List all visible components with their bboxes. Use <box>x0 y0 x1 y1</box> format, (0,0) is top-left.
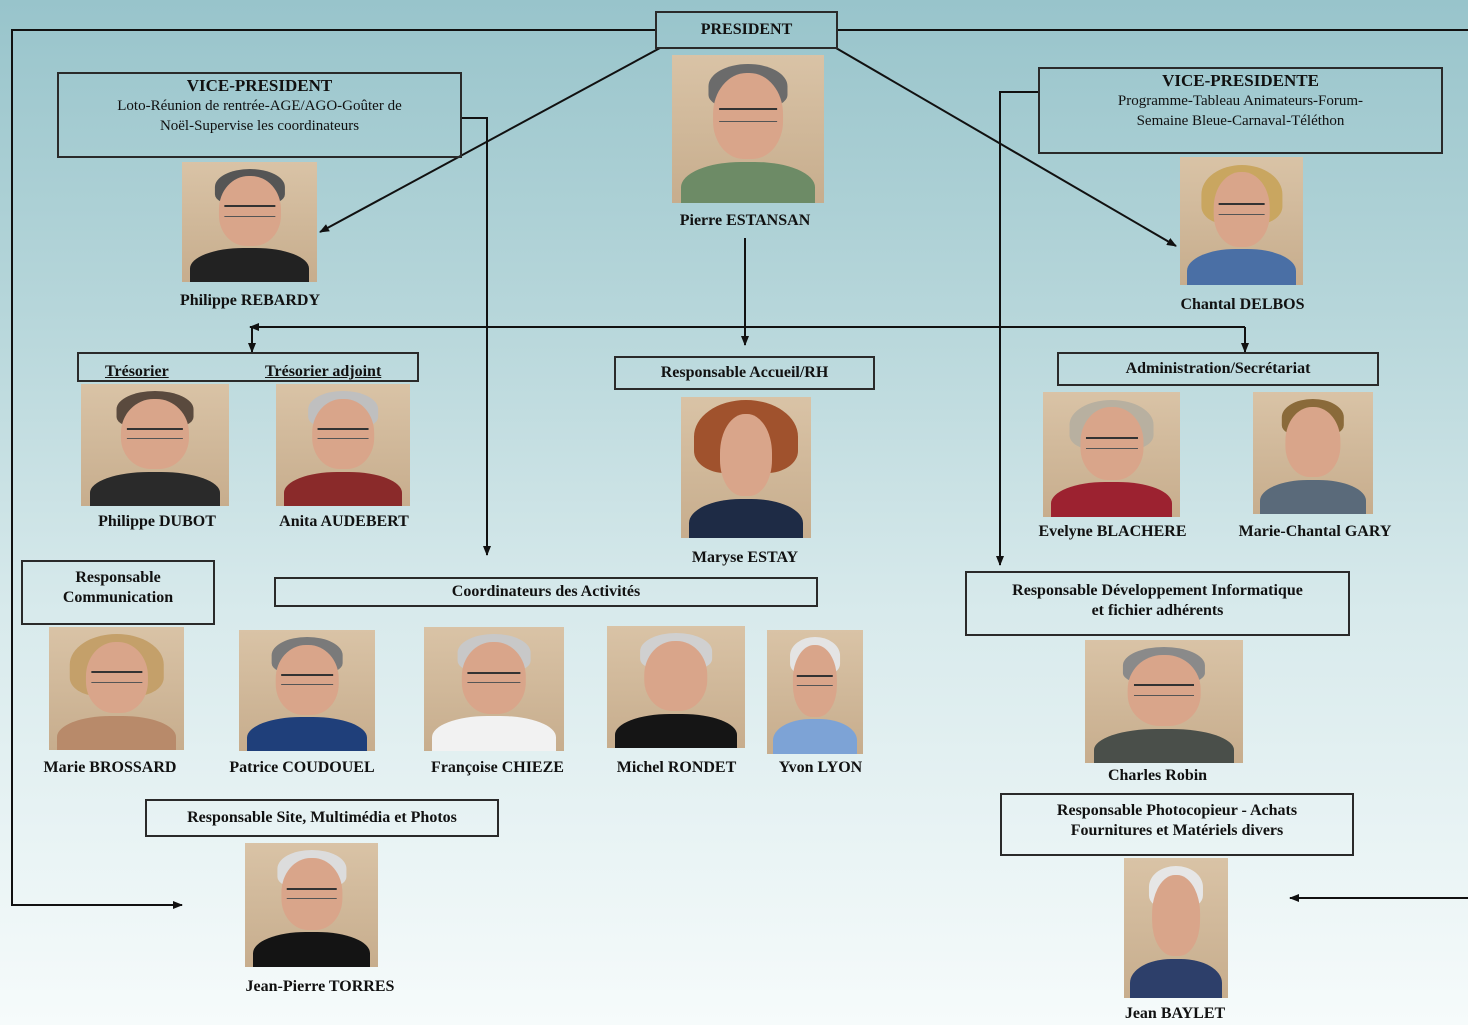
vp2-desc-line1: Programme-Tableau Animateurs-Forum- <box>1117 93 1364 109</box>
president-title-box: PRESIDENT <box>655 11 838 49</box>
assistant-treasurer-photo <box>276 384 410 506</box>
dev-name: Charles Robin <box>1107 767 1208 784</box>
treasurer-name: Philippe DUBOT <box>98 513 216 530</box>
president-photo <box>672 55 824 203</box>
coordinator-photo-4 <box>767 630 863 754</box>
vp1-desc-line1: Loto-Réunion de rentrée-AGE/AGO-Goûter d… <box>117 98 402 114</box>
communication-title-line2: Communication <box>62 589 174 606</box>
communication-title-line1: Responsable <box>75 569 161 586</box>
admin-photo-2 <box>1253 392 1373 514</box>
accueil-box: Responsable Accueil/RH <box>614 356 875 390</box>
photocopy-title-line2: Fournitures et Matériels divers <box>1070 822 1284 839</box>
vp1-photo <box>182 162 317 282</box>
admin-photo-1 <box>1043 392 1180 517</box>
dev-title-line2: et fichier adhérents <box>1091 602 1224 619</box>
communication-name: Marie BROSSARD <box>43 759 177 776</box>
photocopy-title-line1: Responsable Photocopieur - Achats <box>1056 802 1298 819</box>
coordinator-name-2: Françoise CHIEZE <box>431 759 564 776</box>
admin-name-2: Marie-Chantal GARY <box>1238 523 1392 540</box>
president-name: Pierre ESTANSAN <box>679 212 811 229</box>
coordinator-photo-3 <box>607 626 745 748</box>
admin-name-1: Evelyne BLACHERE <box>1038 523 1187 540</box>
vp1-desc-line2: Noël-Supervise les coordinateurs <box>159 118 360 134</box>
photocopy-photo <box>1124 858 1228 998</box>
communication-photo <box>49 627 184 750</box>
coordinator-name-1: Patrice COUDOUEL <box>229 759 375 776</box>
vp2-box: VICE-PRESIDENTE Programme-Tableau Animat… <box>1038 67 1443 154</box>
assistant-treasurer-label: Trésorier adjoint <box>265 363 382 380</box>
vp1-name: Philippe REBARDY <box>179 292 321 309</box>
dev-photo <box>1085 640 1243 763</box>
coordinator-name-3: Michel RONDET <box>616 759 737 776</box>
accueil-photo <box>681 397 811 538</box>
site-photo <box>245 843 378 967</box>
site-box: Responsable Site, Multimédia et Photos <box>145 799 499 837</box>
photocopy-name: Jean BAYLET <box>1124 1005 1226 1022</box>
photocopy-box: Responsable Photocopieur - Achats Fourni… <box>1000 793 1354 856</box>
treasury-box: Trésorier Trésorier adjoint <box>77 352 419 382</box>
vp2-name: Chantal DELBOS <box>1180 296 1305 313</box>
vp1-title: VICE-PRESIDENT <box>186 76 333 95</box>
dev-box: Responsable Développement Informatique e… <box>965 571 1350 636</box>
coordinator-name-4: Yvon LYON <box>778 759 863 776</box>
admin-box: Administration/Secrétariat <box>1057 352 1379 386</box>
vp2-title: VICE-PRESIDENTE <box>1162 71 1319 90</box>
site-name: Jean-Pierre TORRES <box>245 978 395 995</box>
accueil-name: Maryse ESTAY <box>691 549 799 566</box>
dev-title-line1: Responsable Développement Informatique <box>1012 582 1303 599</box>
vp1-box: VICE-PRESIDENT Loto-Réunion de rentrée-A… <box>57 72 462 158</box>
coordinator-photo-1 <box>239 630 375 751</box>
vp2-desc-line2: Semaine Bleue-Carnaval-Téléthon <box>1136 113 1345 129</box>
treasurer-photo <box>81 384 229 506</box>
treasurer-label: Trésorier <box>105 363 169 380</box>
coordinators-box: Coordinateurs des Activités <box>274 577 818 607</box>
president-title: PRESIDENT <box>700 21 793 38</box>
accueil-title: Responsable Accueil/RH <box>660 364 829 381</box>
coordinator-photo-2 <box>424 627 564 751</box>
site-title: Responsable Site, Multimédia et Photos <box>187 809 457 826</box>
coordinators-title: Coordinateurs des Activités <box>451 583 641 600</box>
vp2-photo <box>1180 157 1303 285</box>
assistant-treasurer-name: Anita AUDEBERT <box>279 513 409 530</box>
communication-box: Responsable Communication <box>21 560 215 625</box>
admin-title: Administration/Secrétariat <box>1125 360 1311 377</box>
